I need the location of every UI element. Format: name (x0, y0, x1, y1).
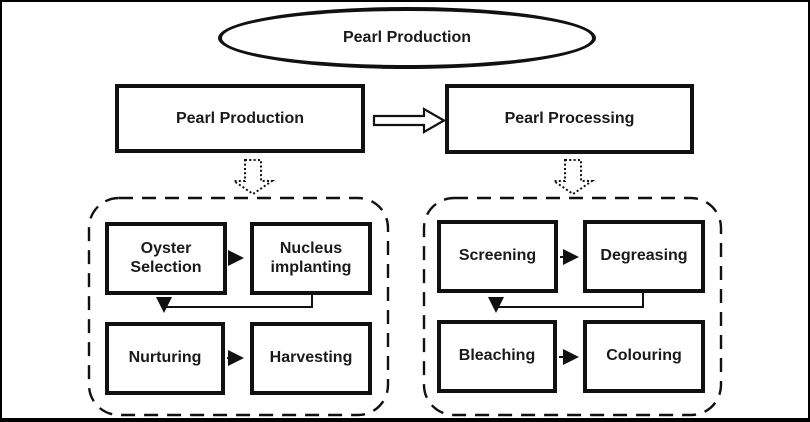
step-harvesting: Harvesting (250, 322, 372, 395)
step-nucleus-implanting: Nucleus implanting (250, 222, 372, 295)
step-nurturing: Nurturing (105, 322, 225, 395)
stage-label: Pearl Production (175, 109, 305, 127)
step-bleaching: Bleaching (437, 320, 557, 393)
step-label: Nurturing (128, 349, 202, 367)
step-label: Bleaching (458, 347, 536, 365)
title-ellipse: Pearl Production (218, 7, 596, 69)
step-screening: Screening (437, 220, 558, 293)
step-label: Colouring (606, 347, 682, 365)
step-label: Oyster Selection (130, 240, 202, 276)
step-colouring: Colouring (583, 320, 705, 393)
elbow-down-arrow-icon (156, 295, 313, 313)
production-group-container (87, 196, 390, 417)
elbow-down-arrow-icon (488, 293, 644, 313)
right-block-arrow-icon (372, 107, 447, 134)
stage-pearl-processing: Pearl Processing (445, 84, 694, 154)
step-label: Degreasing (600, 247, 688, 265)
stage-pearl-production: Pearl Production (115, 84, 365, 153)
processing-group-container (422, 196, 723, 417)
step-label: Harvesting (269, 349, 353, 367)
dashed-down-arrow-icon (550, 159, 596, 196)
dashed-down-arrow-icon (230, 159, 276, 196)
step-degreasing: Degreasing (583, 220, 705, 293)
title-label: Pearl Production (342, 29, 472, 46)
step-oyster-selection: Oyster Selection (105, 222, 227, 295)
step-label: Nucleus implanting (270, 240, 352, 276)
step-label: Screening (458, 247, 537, 265)
stage-label: Pearl Processing (504, 110, 635, 127)
